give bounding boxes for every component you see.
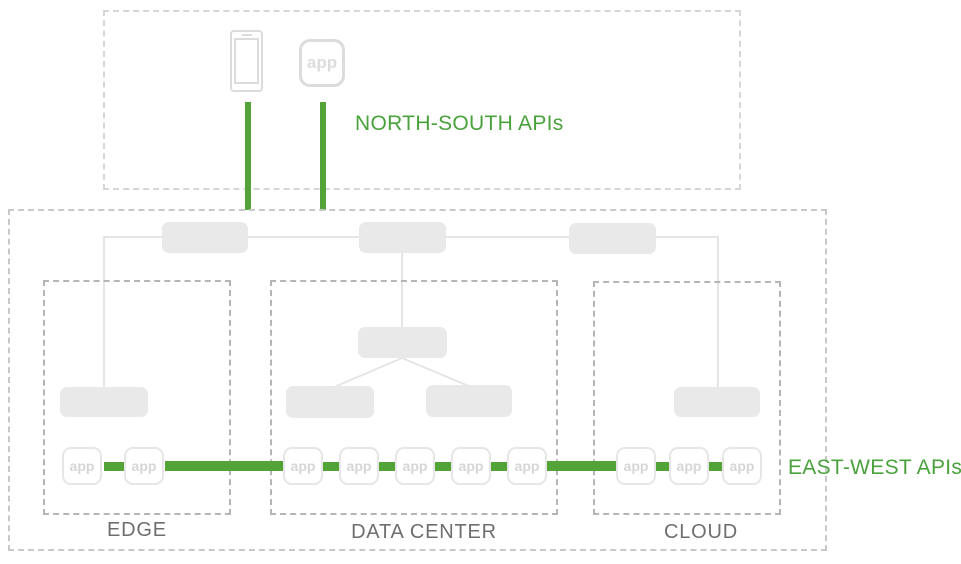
app-label: app [346, 458, 372, 474]
east-west-link-dc-2 [379, 462, 395, 471]
line-dc-branch-right [401, 357, 472, 388]
dc-app-5: app [507, 447, 547, 485]
dc-leaf-node-1 [286, 386, 374, 418]
line-dc-branch-left [331, 357, 403, 389]
dc-leaf-node-2 [426, 385, 512, 417]
app-label: app [514, 458, 540, 474]
dc-aggregation-node [358, 327, 447, 358]
edge-zone-box [43, 280, 231, 515]
east-west-link-cloud-2 [709, 462, 722, 471]
phone-screen [234, 38, 259, 84]
data-center-zone-box [270, 280, 558, 515]
edge-node [60, 387, 148, 417]
spine-node-1 [162, 222, 248, 253]
edge-app-2: app [124, 447, 164, 485]
app-icon: app [299, 39, 345, 87]
data-center-zone-label: DATA CENTER [351, 521, 497, 543]
app-label: app [131, 458, 157, 474]
cloud-app-3: app [722, 447, 762, 485]
app-label: app [729, 458, 755, 474]
phone-icon [230, 30, 263, 92]
dc-app-4: app [451, 447, 491, 485]
cloud-app-2: app [669, 447, 709, 485]
app-label: app [69, 458, 95, 474]
app-label: app [623, 458, 649, 474]
edge-app-1: app [62, 447, 102, 485]
edge-zone-label: EDGE [107, 519, 167, 541]
app-label: app [676, 458, 702, 474]
east-west-link-dc-to-cloud [547, 461, 616, 471]
app-icon-label: app [306, 53, 338, 72]
app-label: app [290, 458, 316, 474]
cloud-zone-label: CLOUD [663, 521, 738, 543]
spine-node-2 [359, 222, 446, 253]
north-south-link-app [320, 102, 326, 210]
cloud-node [674, 387, 760, 417]
spine-node-3 [569, 223, 656, 254]
dc-app-1: app [283, 447, 323, 485]
east-west-link-dc-3 [435, 462, 451, 471]
east-west-apis-label: EAST-WEST APIs [788, 456, 961, 479]
dc-app-3: app [395, 447, 435, 485]
cloud-zone-box [593, 281, 781, 515]
dc-app-2: app [339, 447, 379, 485]
phone-speaker [241, 34, 252, 36]
cloud-app-1: app [616, 447, 656, 485]
east-west-link-edge [104, 462, 124, 471]
east-west-link-cloud-1 [656, 462, 669, 471]
infrastructure-zone-box [8, 209, 827, 551]
north-south-apis-label: NORTH-SOUTH APIs [355, 112, 564, 135]
clients-zone-box [103, 10, 741, 190]
north-south-link-phone [245, 102, 251, 210]
east-west-link-dc-4 [491, 462, 507, 471]
east-west-link-edge-to-dc [165, 461, 284, 471]
app-label: app [402, 458, 428, 474]
east-west-link-dc-1 [323, 462, 339, 471]
app-label: app [458, 458, 484, 474]
